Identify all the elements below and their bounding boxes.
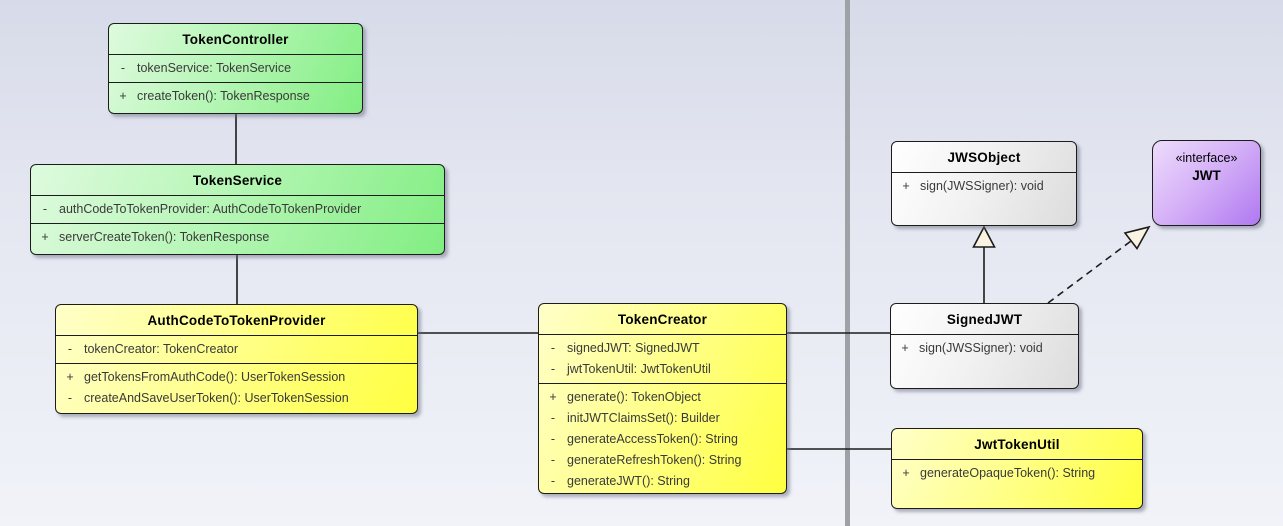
class-tokencontroller[interactable]: TokenController - tokenService: TokenSer… [108,23,363,114]
interface-jwt[interactable]: «interface» JWT [1152,140,1261,226]
methods-compartment: + generateOpaqueToken(): String [892,459,1142,508]
visibility-symbol: - [550,432,556,446]
class-method: + generate(): TokenObject [539,387,786,408]
class-authcodetotokenprovider[interactable]: AuthCodeToTokenProvider - tokenCreator: … [55,304,418,414]
attribute-text: tokenCreator: TokenCreator [84,342,239,356]
visibility-symbol: - [550,453,556,467]
method-text: createAndSaveUserToken(): UserTokenSessi… [84,391,349,405]
class-method: + createToken(): TokenResponse [109,86,362,107]
visibility-symbol: - [42,202,48,216]
class-attribute: - tokenCreator: TokenCreator [56,339,417,360]
class-attribute: - tokenService: TokenService [109,58,362,79]
attributes-compartment: - tokenService: TokenService [109,54,362,82]
visibility-symbol: + [41,230,49,244]
method-text: initJWTClaimsSet(): Builder [567,411,720,425]
class-title: TokenController [182,32,289,47]
class-tokenservice[interactable]: TokenService - authCodeToTokenProvider: … [30,164,445,255]
attribute-text: jwtTokenUtil: JwtTokenUtil [567,362,711,376]
visibility-symbol: - [67,342,73,356]
class-attribute: - authCodeToTokenProvider: AuthCodeToTok… [31,199,444,220]
generalization-arrowhead [972,225,996,248]
visibility-symbol: - [550,341,556,355]
visibility-symbol: + [66,370,74,384]
class-title: SignedJWT [946,312,1023,327]
visibility-symbol: - [550,411,556,425]
method-text: generateRefreshToken(): String [567,453,742,467]
attribute-text: authCodeToTokenProvider: AuthCodeToToken… [59,202,362,216]
method-text: generate(): TokenObject [567,390,701,404]
class-jwsobject[interactable]: JWSObject + sign(JWSSigner): void [891,141,1077,226]
stereotype-label: «interface» [1175,151,1238,165]
class-title: JwtTokenUtil [974,437,1060,452]
class-method: + serverCreateToken(): TokenResponse [31,227,444,248]
attributes-compartment: - tokenCreator: TokenCreator [56,335,417,363]
method-text: generateJWT(): String [567,474,690,488]
methods-compartment: + createToken(): TokenResponse [109,82,362,113]
methods-compartment: + sign(JWSSigner): void [892,172,1076,225]
class-method: - generateJWT(): String [539,471,786,492]
class-jwttokenutil[interactable]: JwtTokenUtil + generateOpaqueToken(): St… [891,428,1143,509]
class-method: + sign(JWSSigner): void [891,338,1078,359]
class-title: TokenCreator [617,312,708,327]
class-title: JWSObject [947,150,1021,165]
class-tokencreator[interactable]: TokenCreator - signedJWT: SignedJWT - jw… [538,303,787,494]
method-text: sign(JWSSigner): void [919,341,1043,355]
visibility-symbol: + [902,466,910,480]
method-text: generateOpaqueToken(): String [920,466,1096,480]
method-text: sign(JWSSigner): void [920,179,1044,193]
class-method: - generateAccessToken(): String [539,429,786,450]
class-signedjwt[interactable]: SignedJWT + sign(JWSSigner): void [890,303,1079,389]
realization-signedjwt-jwt[interactable] [1047,240,1132,304]
visibility-symbol: + [549,390,557,404]
visibility-symbol: - [550,474,556,488]
visibility-symbol: - [120,61,126,75]
methods-compartment: + serverCreateToken(): TokenResponse [31,223,444,254]
class-method: - initJWTClaimsSet(): Builder [539,408,786,429]
method-text: createToken(): TokenResponse [137,89,310,103]
methods-compartment: + sign(JWSSigner): void [891,334,1078,388]
visibility-symbol: + [902,179,910,193]
class-attribute: - jwtTokenUtil: JwtTokenUtil [539,359,786,380]
method-text: serverCreateToken(): TokenResponse [59,230,270,244]
methods-compartment: + getTokensFromAuthCode(): UserTokenSess… [56,363,417,413]
class-method: - generateRefreshToken(): String [539,450,786,471]
attributes-compartment: - signedJWT: SignedJWT - jwtTokenUtil: J… [539,334,786,383]
class-method: + sign(JWSSigner): void [892,176,1076,197]
method-text: getTokensFromAuthCode(): UserTokenSessio… [84,370,346,384]
page-divider-line [845,0,850,526]
class-title: AuthCodeToTokenProvider [147,313,326,328]
class-title: TokenService [192,173,283,188]
class-title: JWT [1192,168,1221,183]
visibility-symbol: - [550,362,556,376]
class-attribute: - signedJWT: SignedJWT [539,338,786,359]
methods-compartment: + generate(): TokenObject - initJWTClaim… [539,383,786,493]
attribute-text: signedJWT: SignedJWT [567,341,700,355]
class-method: + getTokensFromAuthCode(): UserTokenSess… [56,367,417,388]
attributes-compartment: - authCodeToTokenProvider: AuthCodeToTok… [31,195,444,223]
class-method: + generateOpaqueToken(): String [892,463,1142,484]
visibility-symbol: + [119,89,127,103]
visibility-symbol: + [901,341,909,355]
method-text: generateAccessToken(): String [567,432,738,446]
attribute-text: tokenService: TokenService [137,61,292,75]
realization-arrowhead [1123,225,1151,250]
visibility-symbol: - [67,391,73,405]
class-method: - createAndSaveUserToken(): UserTokenSes… [56,388,417,409]
